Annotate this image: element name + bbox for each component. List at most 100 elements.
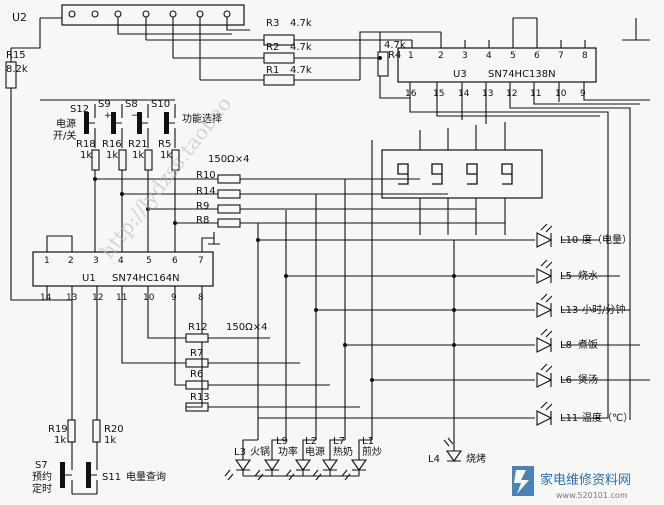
switch-s9 [111,104,123,148]
l5-name: 烧水 [578,269,598,282]
led-l4: L4 烧烤 [428,437,486,465]
u1-pin-5: 5 [146,256,152,266]
u2-body [61,4,245,26]
resistor-r5: R5 1k [158,139,180,252]
l4-name: 烧烤 [466,452,486,465]
s11-ref: S11 [102,472,121,483]
u3-pin-11: 11 [530,89,541,99]
led-l3: L3 火锅 [224,439,270,481]
u1-pin-12: 12 [92,293,103,303]
u1-pin-10: 10 [143,293,155,303]
switch-s8 [137,104,149,148]
s7-label-1: 预约 [32,470,52,483]
u2-connector: U2 [12,4,245,26]
r2-value: 4.7k [290,42,312,53]
u3-pin-1: 1 [408,51,414,61]
r12-ref: R12 [188,322,208,333]
s9-ref: S9 [98,99,111,110]
digit-2 [431,163,443,185]
u3-pin-9: 9 [580,89,586,99]
brand-url: www.520101.com [556,491,628,500]
led-l8: L8 煮饭 [536,328,598,353]
l11-ref: L11 [560,413,578,424]
s7-label-2: 定时 [32,482,52,495]
l10-ref: L10 [560,235,578,246]
digit-1 [397,163,409,185]
group-top-value: 150Ω×4 [208,154,249,165]
switch-s11: S11 电量查询 [86,458,166,494]
u3-part: SN74HC138N [488,69,556,80]
power-switch-label-1: 电源 [56,117,76,130]
resistor-r18: R18 1k [76,139,100,252]
resistor-group-bottom: R12 150Ω×4 R7 R6 R13 [121,305,360,412]
u1-pin-2: 2 [68,256,74,266]
r3-value: 4.7k [290,18,312,29]
r16-value: 1k [106,150,118,161]
led-l9: L9 功率 [254,436,298,481]
u3-pin-8: 8 [582,51,588,61]
l7-name: 热奶 [333,445,353,458]
u3-pin-15: 15 [433,89,444,99]
resistor-r1: R1 4.7k [199,17,360,86]
r4-value: 4.7k [384,40,406,51]
power-switch-label-2: 开/关 [53,129,76,142]
s9-plus-mark: + [104,111,112,121]
u1-pin-1: 1 [44,256,50,266]
l13-name: 小时/分钟 [582,303,625,316]
s12-ref: S12 [70,104,89,115]
resistor-group-top: 150Ω×4 R10 R14 R9 R8 [95,154,505,228]
u3-pin-10: 10 [555,89,567,99]
s8-ref: S8 [125,99,138,110]
r19-ref: R19 [48,424,68,435]
r18-value: 1k [80,150,92,161]
u3-pin-14: 14 [458,89,470,99]
l2-ref: L2 [305,436,317,447]
resistor-r20: R20 1k [92,300,124,458]
r5-ref: R5 [158,139,171,150]
u3-pin-2: 2 [438,51,444,61]
led-row-bottom: L3 火锅 L9 功率 L2 电源 L7 热奶 L1 [224,436,486,481]
seven-segment-display [381,98,609,240]
u3-decoder: U3 SN74HC138N 1 2 3 4 5 6 7 8 16 15 14 1… [397,17,650,99]
resistor-r15: R15 8.2k [5,48,28,100]
r3-ref: R3 [266,18,279,29]
u1-pin-8: 8 [198,293,204,303]
switch-s12 [84,104,96,148]
r21-value: 1k [132,150,144,161]
u2-pins [68,10,231,18]
display-body [381,149,543,199]
u3-body [397,47,597,83]
led-l2: L2 电源 [285,436,325,481]
u1-part: SN74HC164N [112,273,180,284]
u3-pin-16: 16 [405,89,417,99]
r1-value: 4.7k [290,65,312,76]
led-column-right: L10 度（电量） L5 烧水 L13 小时/分钟 L8 煮饭 L6 煲汤 [536,223,633,426]
u3-pin-3: 3 [462,51,468,61]
digit-4 [501,163,513,185]
l6-ref: L6 [560,375,572,386]
led-l1: L1 煎炒 [341,436,382,481]
resistor-r4: 4.7k R4 [377,40,406,77]
l1-name: 煎炒 [362,445,382,458]
group-bottom-value: 150Ω×4 [226,322,267,333]
switch-s7: S7 预约 定时 [32,458,73,495]
r15-ref: R15 [6,50,26,61]
brand-name-cn: 家电维修资料网 [540,472,631,488]
u3-pin-6: 6 [534,51,540,61]
l3-ref: L3 [234,447,246,458]
l10-name: 度（电量） [582,233,632,246]
resistor-r16: R16 1k [102,139,127,252]
s11-label: 电量查询 [126,470,166,483]
switch-s10 [164,104,176,148]
u1-pin-9: 9 [171,293,177,303]
r2-ref: R2 [266,42,279,53]
u1-pin-3: 3 [93,256,99,266]
l1-ref: L1 [362,436,374,447]
s7-ref: S7 [35,460,48,471]
resistor-r2: R2 4.7k [172,17,380,64]
r20-value: 1k [104,435,116,446]
u1-pin-6: 6 [172,256,178,266]
r21-ref: R21 [128,139,148,150]
led-l7: L7 热奶 [312,436,353,481]
u3-pin-12: 12 [506,89,517,99]
